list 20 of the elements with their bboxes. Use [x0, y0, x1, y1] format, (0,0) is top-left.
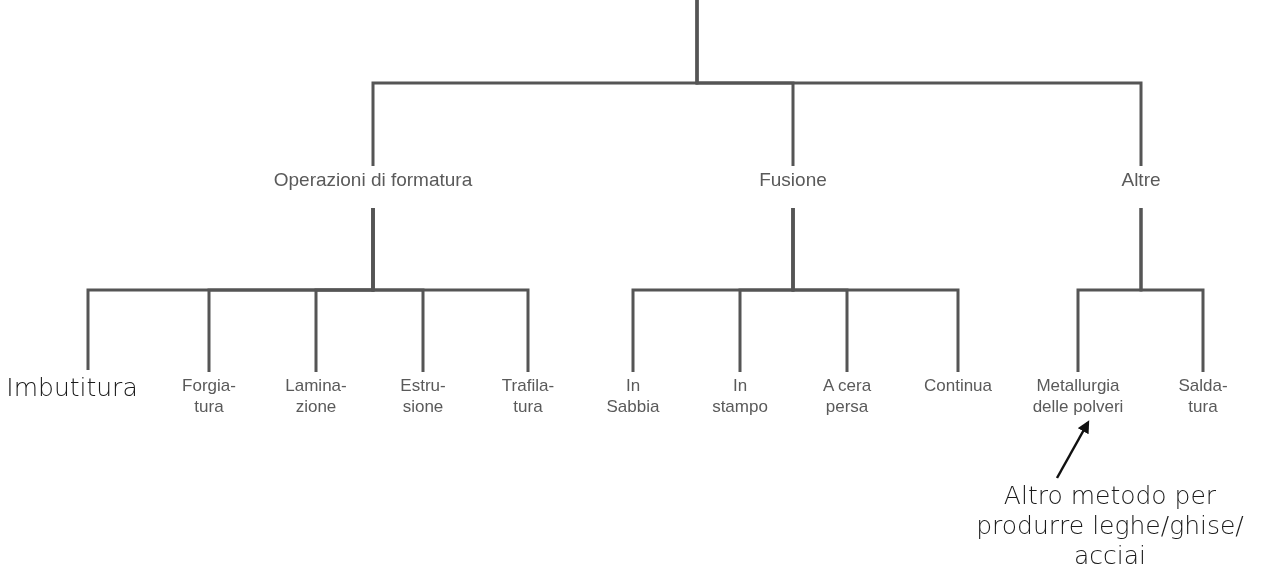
handwritten-note: Altro metodo per produrre leghe/ghise/ acciai	[955, 478, 1265, 574]
category-label: Operazioni di formatura	[253, 166, 493, 194]
handwritten-note: Imbutitura	[0, 370, 147, 406]
process-label: Lamina- zione	[280, 372, 352, 421]
process-label: Trafila- tura	[497, 372, 559, 421]
category-label: Fusione	[748, 166, 838, 194]
category-label: Altre	[1106, 166, 1176, 194]
process-label: Estru- sione	[392, 372, 454, 421]
process-label: Metallurgia delle polveri	[1022, 372, 1134, 421]
tree-connector	[1139, 208, 1205, 372]
process-label: In stampo	[704, 372, 776, 421]
process-label: Continua	[917, 372, 999, 400]
tree-connector	[791, 208, 960, 372]
tree-connector	[371, 208, 530, 372]
process-label: In Sabbia	[602, 372, 664, 421]
process-label: A cera persa	[811, 372, 883, 421]
process-label: Salda- tura	[1172, 372, 1234, 421]
leader-arrow	[1055, 420, 1090, 479]
process-label: Forgia- tura	[178, 372, 240, 421]
tree-connector	[695, 0, 1143, 166]
